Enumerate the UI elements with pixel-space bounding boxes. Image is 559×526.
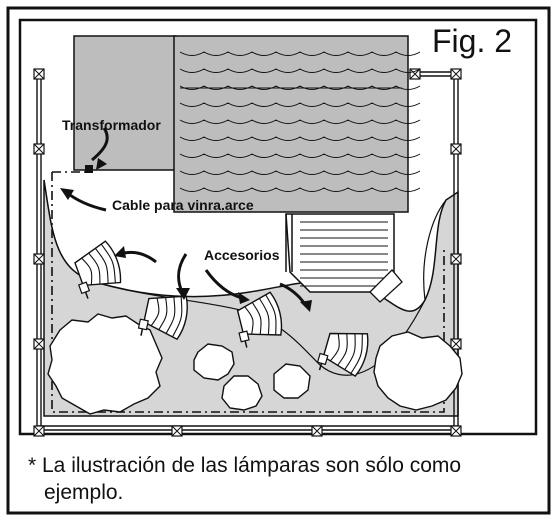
deck — [285, 213, 403, 303]
accessories-label: Accesorios — [204, 247, 280, 263]
house — [173, 35, 409, 213]
lamp-1 — [74, 240, 122, 299]
fence-post-marks — [33, 68, 462, 437]
lamps — [74, 240, 369, 378]
accessory-arrow-3 — [204, 269, 243, 300]
trees — [47, 313, 463, 415]
lamp-3 — [236, 291, 283, 348]
shingle-row — [179, 119, 421, 124]
footnote: * La ilustración de las lámparas son sól… — [28, 452, 548, 506]
shrub-3 — [273, 363, 311, 399]
shingle-row — [179, 153, 421, 158]
shrub-1 — [193, 343, 235, 381]
shingle-row — [179, 170, 421, 175]
tree-large-right — [373, 331, 463, 411]
shingle-row — [179, 85, 421, 90]
shingle-row — [179, 136, 421, 141]
shingle-row — [179, 51, 421, 56]
arrowheads — [60, 158, 312, 312]
shrub-2 — [221, 375, 263, 411]
shingle-row — [179, 102, 421, 107]
cable-run — [51, 172, 445, 413]
transformer-label: Transformador — [62, 117, 161, 133]
footnote-line-1: * La ilustración de las lámparas son sól… — [28, 454, 462, 477]
tree-large-left — [47, 313, 163, 415]
footnote-line-2: ejemplo. — [44, 481, 124, 504]
cable-label: Cable para vinra.arce — [112, 197, 254, 213]
garage — [73, 35, 177, 171]
shingle-row — [179, 187, 421, 192]
lamp-2 — [137, 295, 188, 341]
figure-label: Fig. 2 — [432, 23, 512, 59]
lamp-4 — [316, 332, 369, 378]
transformer — [85, 165, 93, 173]
shingle-row — [179, 68, 421, 73]
transformer-arrow — [91, 127, 109, 162]
roof-shingles — [179, 51, 421, 192]
